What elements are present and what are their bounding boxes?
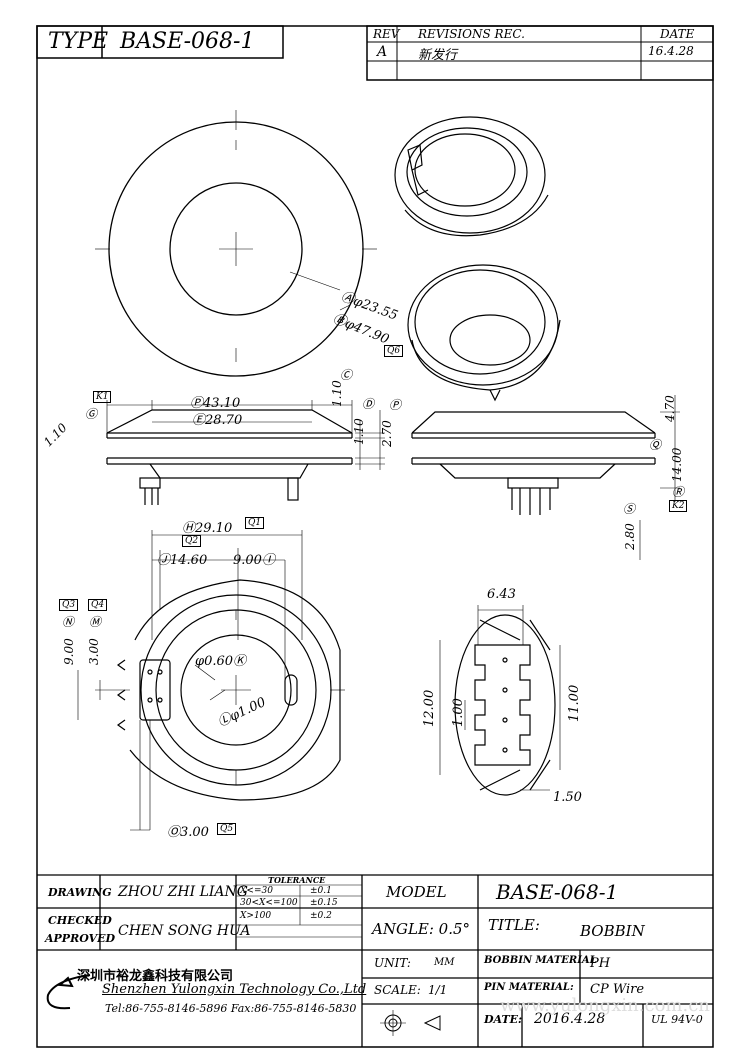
dim-643: 6.43 <box>487 587 516 602</box>
type-label: TYPE <box>48 29 109 54</box>
pin-material-value: CP Wire <box>590 982 645 997</box>
scale-value: 1/1 <box>428 983 448 997</box>
dim-d-val: 1.10 <box>352 418 366 445</box>
dim-j: Ⓙ14.60 <box>157 553 208 568</box>
dim-p2: Ⓟ <box>389 398 402 412</box>
dim-r-mark: Ⓡ <box>672 485 685 499</box>
angle-label: ANGLE: 0.5° <box>372 920 471 938</box>
dim-m: Ⓜ <box>89 615 102 629</box>
dim-q6: Q6 <box>384 345 404 357</box>
dim-e: Ⓔ28.70 <box>192 413 243 428</box>
tol-value-1: ±0.1 <box>310 886 332 896</box>
dim-470: 4.70 <box>663 395 677 422</box>
company-en: Shenzhen Yulongxin Technology Co.,Ltd <box>102 982 367 997</box>
contact-info: Tel:86-755-8146-5896 Fax:86-755-8146-583… <box>105 1002 357 1015</box>
dim-q5: Q5 <box>217 823 237 835</box>
dim-100: 1.00 <box>451 698 466 727</box>
dim-o: Ⓞ3.00 <box>167 825 209 840</box>
revision-text: 新发行 <box>418 48 458 63</box>
pin-material-label: PIN MATERIAL: <box>484 982 574 993</box>
dim-q-mark: Ⓠ <box>649 438 662 452</box>
dim-p2-val: 2.70 <box>380 420 394 447</box>
tol-value-2: ±0.15 <box>310 898 338 908</box>
dim-n: Ⓝ <box>62 615 75 629</box>
scale-label: SCALE: <box>374 983 421 997</box>
title-label: TITLE: <box>488 916 540 934</box>
revisions-label: REVISIONS REC. <box>418 27 525 41</box>
dim-k1: K1 <box>93 391 112 403</box>
unit-value: MM <box>434 957 455 968</box>
checked-label: CHECKED <box>48 914 112 927</box>
dim-h: Ⓗ29.10 <box>182 521 233 536</box>
dim-d: Ⓓ <box>362 397 375 411</box>
dim-150: 1.50 <box>553 790 582 805</box>
date-footer-value: 2016.4.28 <box>534 1011 606 1027</box>
dim-p: Ⓟ43.10 <box>190 396 241 411</box>
dim-g: Ⓖ <box>85 407 98 421</box>
dim-k2: K2 <box>669 500 688 512</box>
dim-1100: 11.00 <box>567 684 582 722</box>
date-label: DATE <box>660 27 695 41</box>
dim-1200: 12.00 <box>422 689 437 727</box>
date-footer-label: DATE: <box>484 1013 523 1026</box>
company-logo <box>46 974 91 1010</box>
company-cn: 深圳市裕龙鑫科技有限公司 <box>77 969 234 984</box>
dim-1400: 14.00 <box>670 447 684 482</box>
unit-label: UNIT: <box>374 956 411 970</box>
rev-value: A <box>377 44 388 60</box>
dim-q2: Q2 <box>182 535 202 547</box>
rev-label: REV <box>373 27 400 41</box>
tol-range-3: X>100 <box>240 911 272 921</box>
bobbin-material-label: BOBBIN MATERIAL <box>484 955 597 966</box>
tolerance-label: TOLERANCE <box>268 875 326 885</box>
dim-s-mark: Ⓢ <box>623 502 636 516</box>
model-value: BASE-068-1 <box>496 880 619 904</box>
dim-900: 9.00 <box>62 638 76 665</box>
dim-300: 3.00 <box>87 638 101 665</box>
dim-q3: Q3 <box>59 599 79 611</box>
dim-q4: Q4 <box>88 599 108 611</box>
type-value: BASE-068-1 <box>120 29 255 54</box>
watermark-text: www.yulongxin.com.cn <box>500 995 710 1016</box>
ul-value: UL 94V-0 <box>651 1013 703 1026</box>
dim-i: 9.00Ⓘ <box>233 553 275 568</box>
tol-range-1: X<=30 <box>240 886 273 896</box>
checked-value: CHEN SONG HUA <box>118 923 251 939</box>
title-value: BOBBIN <box>580 922 645 940</box>
model-label: MODEL <box>386 883 447 901</box>
bobbin-material-value: PH <box>590 956 611 971</box>
dim-k: φ0.60Ⓚ <box>195 654 247 669</box>
dim-280: 2.80 <box>623 523 637 550</box>
drawing-value: ZHOU ZHI LIANG <box>118 884 248 900</box>
tol-range-2: 30<X<=100 <box>240 898 298 908</box>
drawing-label: DRAWING <box>48 886 112 899</box>
approved-label: APPROVED <box>45 932 116 945</box>
rev-date: 16.4.28 <box>648 44 694 58</box>
dim-c-val: 1.10 <box>330 380 344 407</box>
dim-c: Ⓒ <box>340 368 353 382</box>
dim-q1: Q1 <box>245 517 265 529</box>
tol-value-3: ±0.2 <box>310 911 332 921</box>
